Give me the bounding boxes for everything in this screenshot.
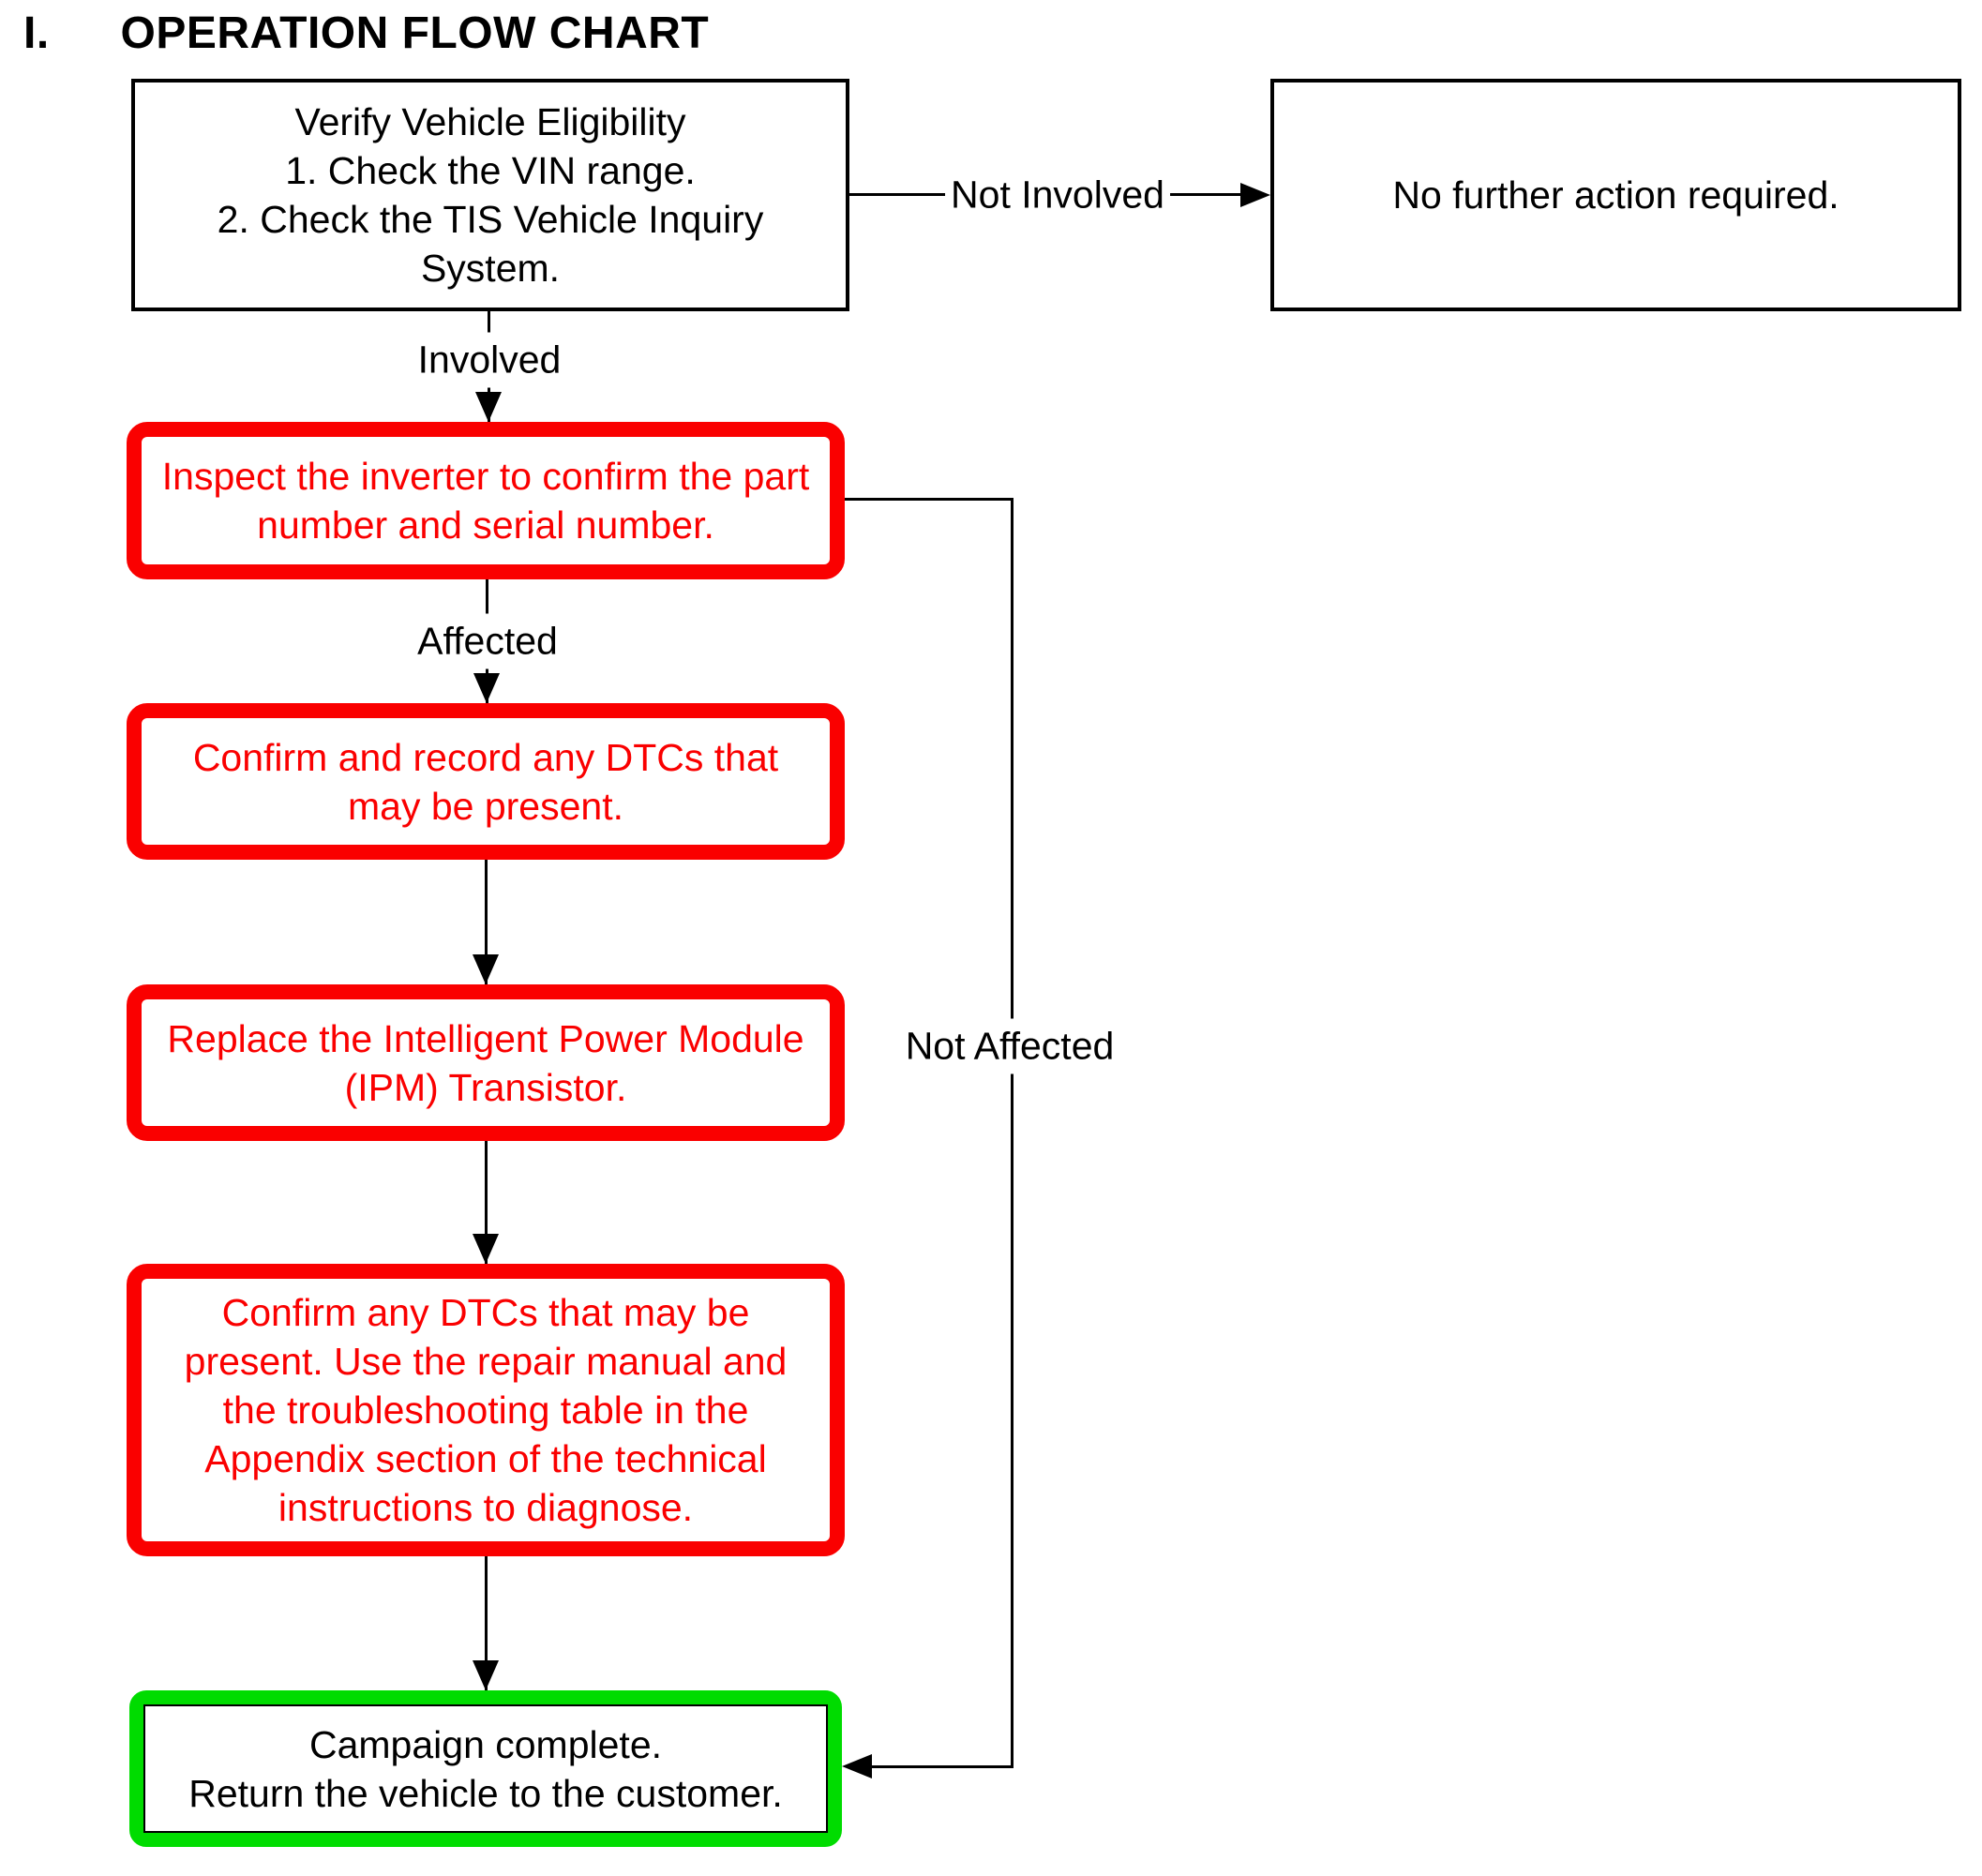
arrow-down-icon bbox=[473, 1660, 499, 1690]
edge-not-affected-line-bottom bbox=[872, 1765, 1014, 1768]
node-line: Campaign complete. bbox=[308, 1722, 663, 1766]
node-line: present. Use the repair manual and bbox=[184, 1340, 788, 1383]
arrow-down-icon bbox=[473, 673, 500, 703]
node-line: Return the vehicle to the customer. bbox=[188, 1771, 783, 1815]
node-line: 1. Check the VIN range. bbox=[285, 149, 696, 192]
node-campaign-complete: Campaign complete. Return the vehicle to… bbox=[129, 1690, 842, 1847]
edge-line bbox=[485, 1556, 488, 1690]
node-line: instructions to diagnose. bbox=[278, 1486, 694, 1529]
arrow-left-icon bbox=[842, 1754, 872, 1778]
node-line: 2. Check the TIS Vehicle Inquiry bbox=[217, 198, 764, 241]
edge-label-affected: Affected bbox=[412, 613, 563, 669]
node-line: Appendix section of the technical bbox=[204, 1437, 767, 1480]
node-inspect-inverter: Inspect the inverter to confirm the part… bbox=[127, 422, 845, 579]
node-verify-eligibility: Verify Vehicle Eligibility 1. Check the … bbox=[131, 79, 849, 311]
title-text: OPERATION FLOW CHART bbox=[120, 8, 710, 58]
arrow-down-icon bbox=[473, 954, 499, 984]
edge-label-involved: Involved bbox=[412, 332, 567, 388]
page-title: I. OPERATION FLOW CHART bbox=[23, 8, 709, 59]
node-line: Verify Vehicle Eligibility bbox=[294, 100, 686, 143]
node-line: the troubleshooting table in the bbox=[222, 1388, 749, 1432]
node-line: Confirm any DTCs that may be bbox=[221, 1291, 750, 1334]
edge-not-affected-line-top bbox=[845, 498, 1014, 501]
edge-not-affected-line-vertical bbox=[1011, 498, 1014, 1768]
node-replace-ipm: Replace the Intelligent Power Module (IP… bbox=[127, 984, 845, 1141]
node-line: number and serial number. bbox=[257, 503, 714, 547]
node-no-further-action: No further action required. bbox=[1270, 79, 1961, 311]
node-confirm-record-dtcs: Confirm and record any DTCs that may be … bbox=[127, 703, 845, 860]
node-line: (IPM) Transistor. bbox=[344, 1065, 627, 1109]
node-line: No further action required. bbox=[1392, 173, 1839, 217]
edge-label-not-affected: Not Affected bbox=[899, 1018, 1120, 1074]
edge-line bbox=[485, 860, 488, 984]
node-line: Confirm and record any DTCs that bbox=[192, 735, 779, 779]
arrow-down-icon bbox=[473, 1234, 499, 1264]
node-line: System. bbox=[420, 247, 561, 290]
edge-label-not-involved: Not Involved bbox=[945, 167, 1170, 223]
node-confirm-dtcs-diagnose: Confirm any DTCs that may be present. Us… bbox=[127, 1264, 845, 1556]
arrow-down-icon bbox=[475, 392, 502, 422]
node-line: Inspect the inverter to confirm the part bbox=[161, 455, 810, 498]
arrow-right-icon bbox=[1240, 183, 1270, 207]
title-numeral: I. bbox=[23, 8, 50, 58]
node-line: Replace the Intelligent Power Module bbox=[167, 1016, 804, 1060]
edge-line bbox=[485, 1141, 488, 1264]
node-campaign-complete-inner: Campaign complete. Return the vehicle to… bbox=[143, 1704, 828, 1833]
node-line: may be present. bbox=[348, 784, 623, 828]
